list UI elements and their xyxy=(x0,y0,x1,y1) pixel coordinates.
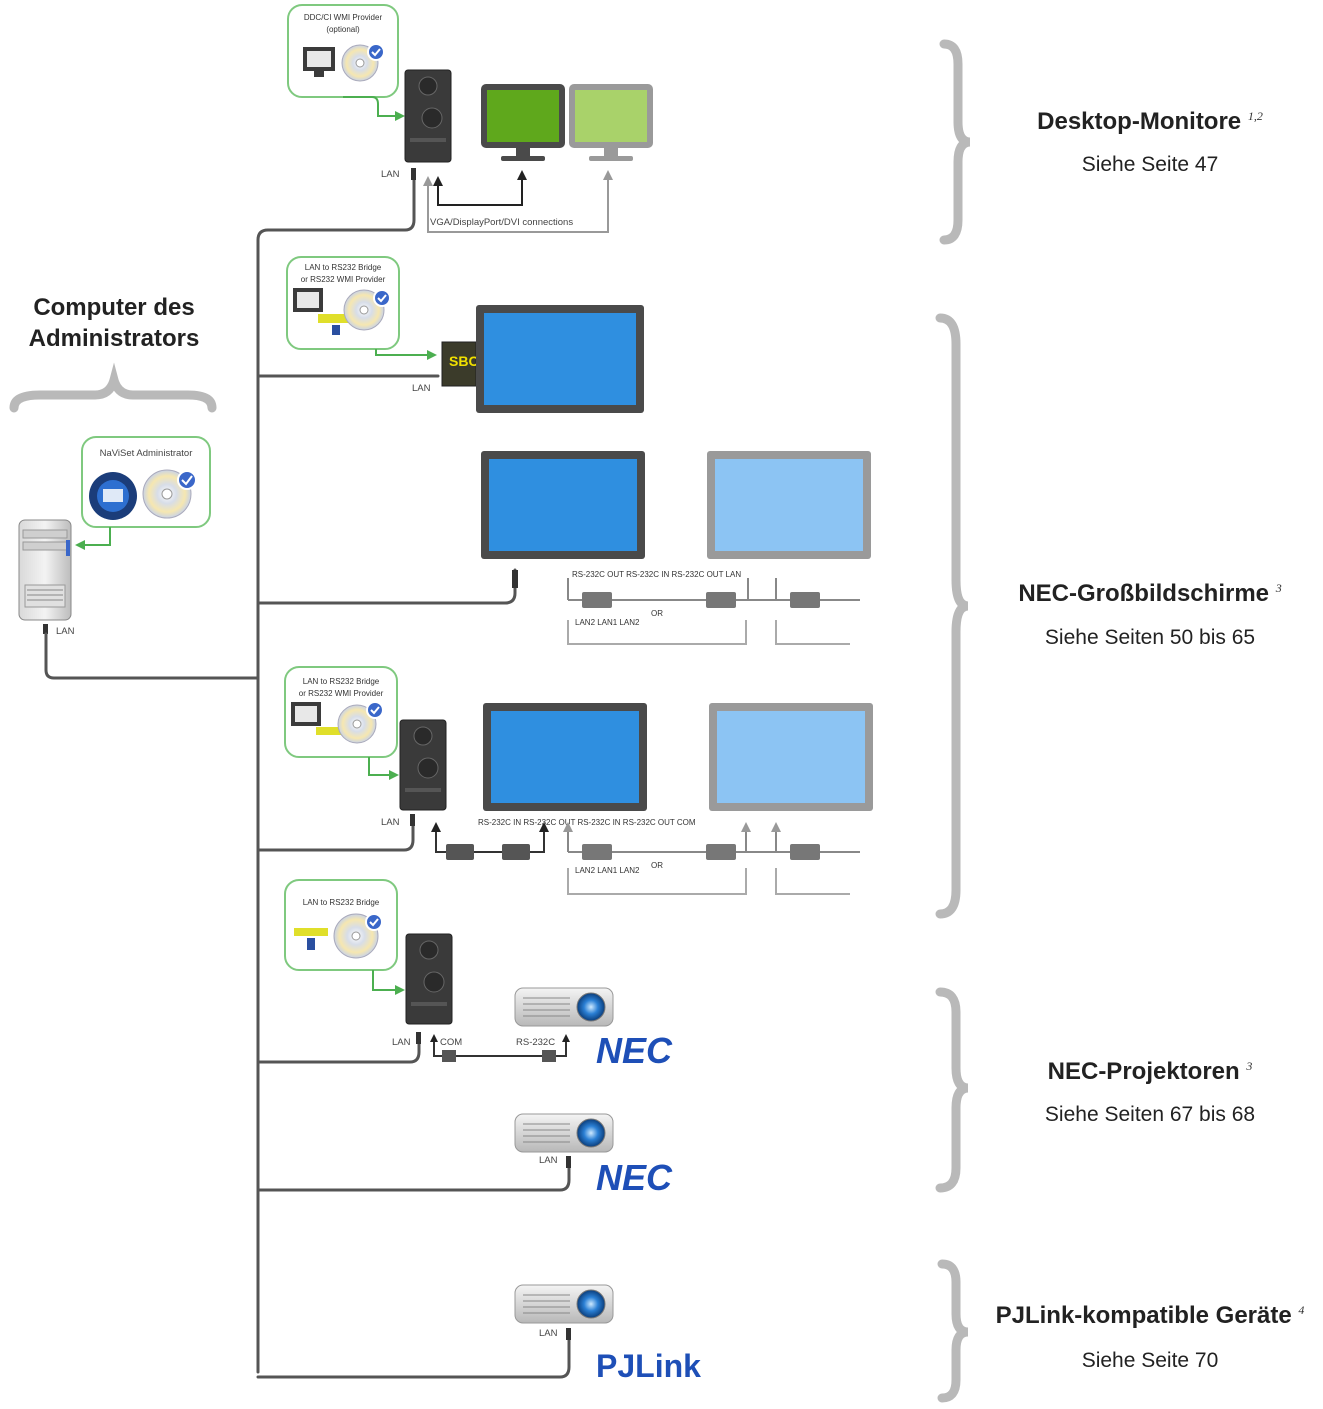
admin-brace xyxy=(9,362,217,413)
tower-pc-icon xyxy=(399,719,447,811)
admin-lan-cable xyxy=(44,632,260,680)
group-sup-pjlink: 4 xyxy=(1298,1303,1305,1317)
row3-lan-label: LAN xyxy=(381,817,400,828)
desktop-monitor-dark xyxy=(481,84,565,161)
naviset-app-icon xyxy=(89,472,137,520)
naviset-label: NaViSet Administrator xyxy=(100,448,193,459)
tower-pc-icon xyxy=(405,933,453,1025)
check-badge-icon xyxy=(177,470,197,490)
large-display-row3-a xyxy=(483,703,647,811)
tower-pc-icon xyxy=(404,69,452,163)
group-page-pjlink: Siehe Seite 70 xyxy=(1081,1349,1219,1372)
cd-disc-icon xyxy=(294,913,383,959)
cd-disc-icon xyxy=(343,289,391,331)
group-title-largescreen-text: NEC-Großbildschirme xyxy=(1018,580,1270,607)
projector-icon xyxy=(514,1113,614,1153)
large-display-row2-a xyxy=(481,451,645,559)
group-title-pjlink: PJLink-kompatible Geräte 4 xyxy=(980,1302,1320,1330)
row2-lan-chain: LAN2 LAN1 LAN2 xyxy=(575,618,640,627)
sbc-label: SBC xyxy=(449,353,479,369)
group-page-projectors: Siehe Seiten 67 bis 68 xyxy=(1044,1103,1256,1126)
proj-com-label: COM xyxy=(440,1037,462,1048)
projector-icon xyxy=(514,1284,614,1324)
proj-rs232-label: RS-232C xyxy=(516,1037,555,1048)
group-sup-desktop: 1,2 xyxy=(1247,109,1263,123)
proj2-lan-label: LAN xyxy=(539,1155,558,1166)
row2-rs232-labels: RS-232C OUT RS-232C IN RS-232C OUT LAN xyxy=(572,570,741,579)
pjlink-lan-label: LAN xyxy=(539,1328,558,1339)
nec-logo-2: NEC xyxy=(596,1157,673,1198)
bridge2-line1: LAN to RS232 Bridge xyxy=(303,677,380,686)
large-display-sbc xyxy=(476,305,644,413)
large-display-row2-b xyxy=(707,451,871,559)
brace-desktop xyxy=(939,39,971,245)
row3-lan-chain: LAN2 LAN1 LAN2 xyxy=(575,866,640,875)
nec-logo-1: NEC xyxy=(596,1030,673,1071)
row2-or-label: OR xyxy=(651,609,663,618)
connector-icon xyxy=(431,822,860,860)
group-title-projectors: NEC-Projektoren 3 xyxy=(985,1058,1315,1086)
monitor-icon xyxy=(303,47,335,77)
projector-icon xyxy=(514,987,614,1027)
admin-title-line1: Computer des xyxy=(33,294,194,321)
admin-title-line2: Administrators xyxy=(29,325,200,352)
bridge1-line1: LAN to RS232 Bridge xyxy=(305,263,382,272)
group-sup-largescreen: 3 xyxy=(1275,581,1282,595)
proj-bridge-label: LAN to RS232 Bridge xyxy=(303,898,380,907)
desktop-connections-label: VGA/DisplayPort/DVI connections xyxy=(430,217,573,228)
group-title-largescreen: NEC-Großbildschirme 3 xyxy=(985,580,1315,608)
group-page-desktop: Siehe Seite 47 xyxy=(1081,153,1219,176)
group-title-pjlink-text: PJLink-kompatible Geräte xyxy=(995,1302,1292,1329)
backbone-cable xyxy=(256,176,416,1374)
monitor-icon xyxy=(291,702,356,735)
group-title-desktop-text: Desktop-Monitore xyxy=(1037,108,1242,135)
desktop-monitor-light xyxy=(569,84,653,161)
cd-disc-icon xyxy=(341,43,385,82)
group-sup-projectors: 3 xyxy=(1246,1059,1253,1073)
bridge1-line2: or RS232 WMI Provider xyxy=(301,275,386,284)
brace-largescreen xyxy=(935,313,969,919)
row3-or-label: OR xyxy=(651,861,663,870)
admin-server-icon xyxy=(18,519,72,621)
monitor-icon xyxy=(293,288,358,335)
sbc-lan-label: LAN xyxy=(412,383,431,394)
proj-lan-label: LAN xyxy=(392,1037,411,1048)
row3-rs232-labels: RS-232C IN RS-232C OUT RS-232C IN RS-232… xyxy=(478,818,696,827)
desktop-lan-label: LAN xyxy=(381,169,400,180)
ddc-provider-line1: DDC/CI WMI Provider xyxy=(304,13,383,22)
group-page-largescreen: Siehe Seiten 50 bis 65 xyxy=(1044,626,1256,649)
cd-disc-icon xyxy=(337,701,384,744)
large-display-row3-b xyxy=(709,703,873,811)
brace-projectors xyxy=(935,987,969,1193)
pjlink-logo: PJLink xyxy=(596,1348,701,1384)
admin-lan-label: LAN xyxy=(56,626,75,637)
sbc-module: SBC xyxy=(441,341,479,387)
group-title-projectors-text: NEC-Projektoren xyxy=(1047,1058,1240,1085)
bridge2-line2: or RS232 WMI Provider xyxy=(299,689,384,698)
brace-pjlink xyxy=(937,1259,969,1403)
connector-icon xyxy=(567,578,860,608)
group-title-desktop: Desktop-Monitore 1,2 xyxy=(985,108,1315,136)
ddc-provider-line2: (optional) xyxy=(326,25,360,34)
